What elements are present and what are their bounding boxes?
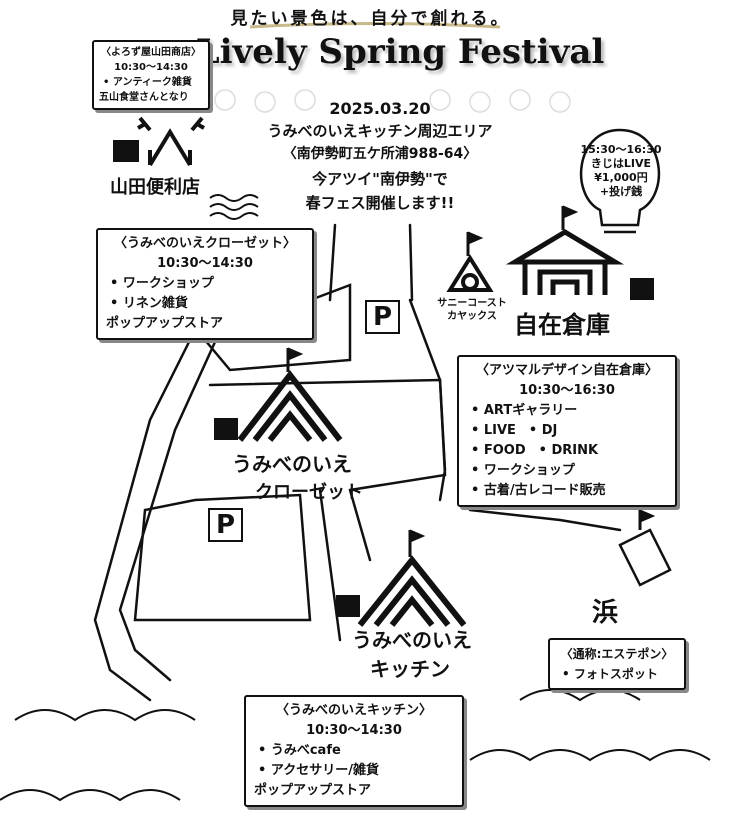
sign-estepon: 〈通称:エステポン〉 フォトスポット — [548, 638, 686, 690]
event-message-1: 今アツイ"南伊勢"で — [312, 170, 448, 188]
event-message-2: 春フェス開催します!! — [305, 194, 455, 212]
label-closet-1: うみべのいえ — [232, 452, 352, 476]
ocean-waves — [0, 689, 711, 802]
house-closet-icon — [237, 347, 343, 442]
event-address: 〈南伊勢町五ケ所浦988-64〉 — [282, 146, 478, 162]
label-jizai-souko: 自在倉庫 — [514, 311, 610, 339]
live-info: 15:30〜16:30 きじはLIVE ¥1,000円 +投げ銭 — [580, 143, 662, 198]
house-kitchen-icon — [357, 529, 467, 627]
label-sunny-coast: サニーコースト カヤックス — [437, 298, 507, 322]
label-kitchen-1: うみべのいえ — [352, 628, 472, 652]
label-kitchen-2: キッチン — [370, 657, 450, 681]
parking-sign-1: P — [365, 300, 401, 334]
sign-yamada: 〈よろず屋山田商店〉 10:30〜14:30 アンティーク雑貨 五山食堂さんとな… — [92, 40, 210, 110]
waves-icon — [209, 194, 259, 220]
label-beach: 浜 — [592, 598, 619, 628]
house-yamada-icon — [137, 116, 205, 167]
page-title: Lively Spring Festival — [195, 32, 605, 72]
label-closet-2: クローゼット — [255, 482, 363, 503]
sign-atsumaru: 〈アツマルデザイン自在倉庫〉 10:30〜16:30 ARTギャラリー LIVE… — [457, 355, 677, 507]
decor-flowers — [214, 89, 571, 113]
tagline: 見たい景色は、自分で創れる。 — [230, 9, 511, 29]
event-date: 2025.03.20 — [329, 99, 431, 118]
kayak-shop-icon — [446, 231, 494, 292]
sign-closet: 〈うみべのいえクローゼット〉 10:30〜14:30 ワークショップ リネン雑貨… — [96, 228, 314, 340]
label-yamada-store: 山田便利店 — [110, 177, 200, 198]
event-area: うみべのいえキッチン周辺エリア — [267, 122, 493, 140]
restroom-icons — [113, 140, 654, 617]
lightbulb-icon — [579, 128, 661, 234]
parking-sign-2: P — [208, 508, 244, 542]
sign-kitchen: 〈うみべのいえキッチン〉 10:30〜14:30 うみべcafe アクセサリー/… — [244, 695, 464, 807]
beach-station-icon — [618, 509, 672, 587]
warehouse-icon — [505, 205, 625, 295]
